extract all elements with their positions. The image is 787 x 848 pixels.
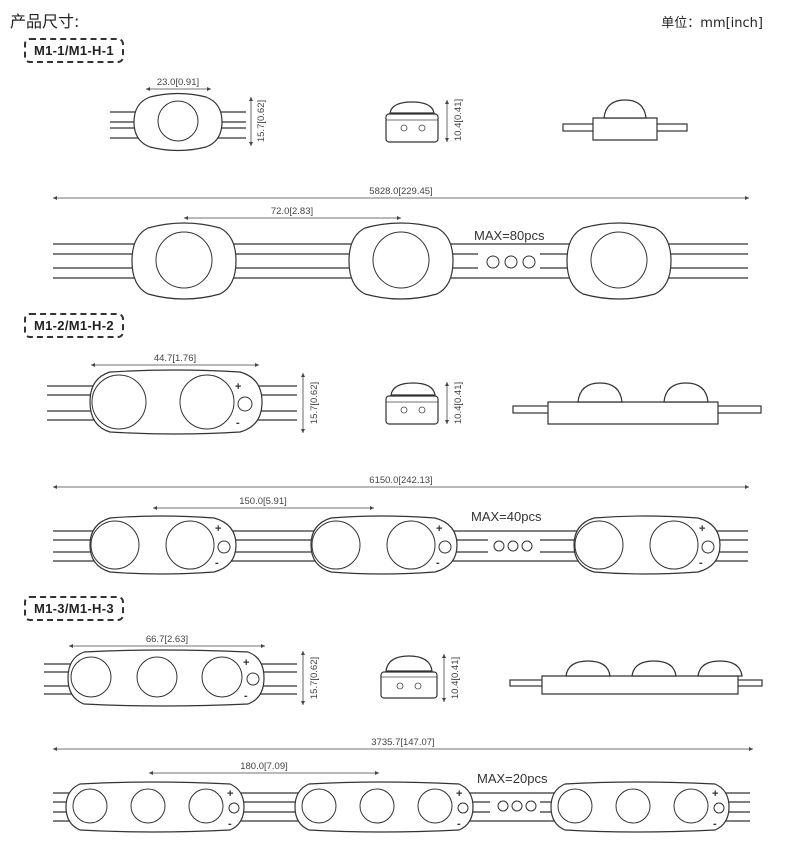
- m2-side-view: [385, 382, 439, 425]
- m3-chain-module: [550, 781, 730, 833]
- m3-max-label: MAX=20pcs: [477, 771, 548, 786]
- m2-chain-minus: -: [699, 557, 703, 569]
- m3-chain-plus: +: [712, 788, 718, 800]
- m1-chain-module: [348, 222, 454, 300]
- m2-chain-minus: -: [215, 557, 219, 569]
- m3-top-view: [44, 649, 297, 707]
- m3-plus-mark: +: [243, 657, 249, 669]
- m2-chain-minus: -: [436, 557, 440, 569]
- m1-chain-module: [131, 222, 237, 300]
- model-tag-3: M1-3/M1-H-3: [24, 596, 124, 621]
- m3-chain-module: [65, 781, 245, 833]
- m3-chain-minus: -: [713, 818, 717, 830]
- m2-chain: [53, 515, 748, 575]
- m1-front-view: [562, 99, 688, 141]
- m3-pitch-dim: 180.0[7.09]: [240, 761, 288, 772]
- m1-max-label: MAX=80pcs: [474, 228, 545, 243]
- m2-chain-length-dim: 6150.0[242.13]: [369, 475, 432, 486]
- m2-thickness-dim: 10.4[0.41]: [453, 382, 464, 424]
- model-tag-2: M1-2/M1-H-2: [24, 313, 124, 338]
- m2-top-view: [47, 369, 297, 435]
- m2-width-dim: 44.7[1.76]: [154, 353, 196, 364]
- page-title: 产品尺寸:: [10, 12, 80, 31]
- m1-top-view: [110, 92, 246, 152]
- m2-chain-module: [573, 515, 721, 575]
- m1-thickness-dim: 10.4[0.41]: [453, 99, 464, 141]
- m1-chain-length-dim: 5828.0[229.45]: [369, 186, 432, 197]
- model-tag-1: M1-1/M1-H-1: [24, 38, 124, 63]
- m1-width-dim: 23.0[0.91]: [157, 77, 199, 88]
- m1-pitch-dim: 72.0[2.83]: [271, 206, 313, 217]
- m2-max-label: MAX=40pcs: [471, 509, 542, 524]
- m2-plus-mark: +: [235, 381, 241, 393]
- m3-chain-minus: -: [457, 818, 461, 830]
- m3-chain-plus: +: [456, 788, 462, 800]
- unit-label: 单位：mm[inch]: [661, 16, 763, 31]
- m3-chain-plus: +: [227, 788, 233, 800]
- m2-chain-plus: +: [215, 523, 221, 535]
- m3-side-view: [380, 655, 438, 699]
- m2-height-dim: 15.7[0.62]: [309, 382, 320, 424]
- m1-chain-module: [566, 222, 672, 300]
- m2-front-view: [512, 382, 762, 425]
- m3-width-dim: 66.7[2.63]: [146, 634, 188, 645]
- m2-chain-module: [310, 515, 458, 575]
- m1-side-view: [385, 101, 439, 143]
- m3-minus-mark: -: [244, 690, 248, 702]
- m2-chain-plus: +: [436, 523, 442, 535]
- m2-pitch-dim: 150.0[5.91]: [239, 496, 287, 507]
- m3-thickness-dim: 10.4[0.41]: [450, 657, 461, 699]
- m3-chain-minus: -: [228, 818, 232, 830]
- m1-height-dim: 15.7[0.62]: [256, 100, 267, 142]
- m2-chain-plus: +: [699, 523, 705, 535]
- m3-height-dim: 15.7[0.62]: [309, 657, 320, 699]
- m3-chain-module: [294, 781, 474, 833]
- m2-minus-mark: -: [236, 417, 240, 429]
- m3-front-view: [509, 660, 763, 695]
- m2-chain-module: [89, 515, 237, 575]
- m3-chain: [53, 781, 750, 833]
- m1-chain: [53, 222, 748, 300]
- m3-chain-length-dim: 3735.7[147.07]: [371, 737, 434, 748]
